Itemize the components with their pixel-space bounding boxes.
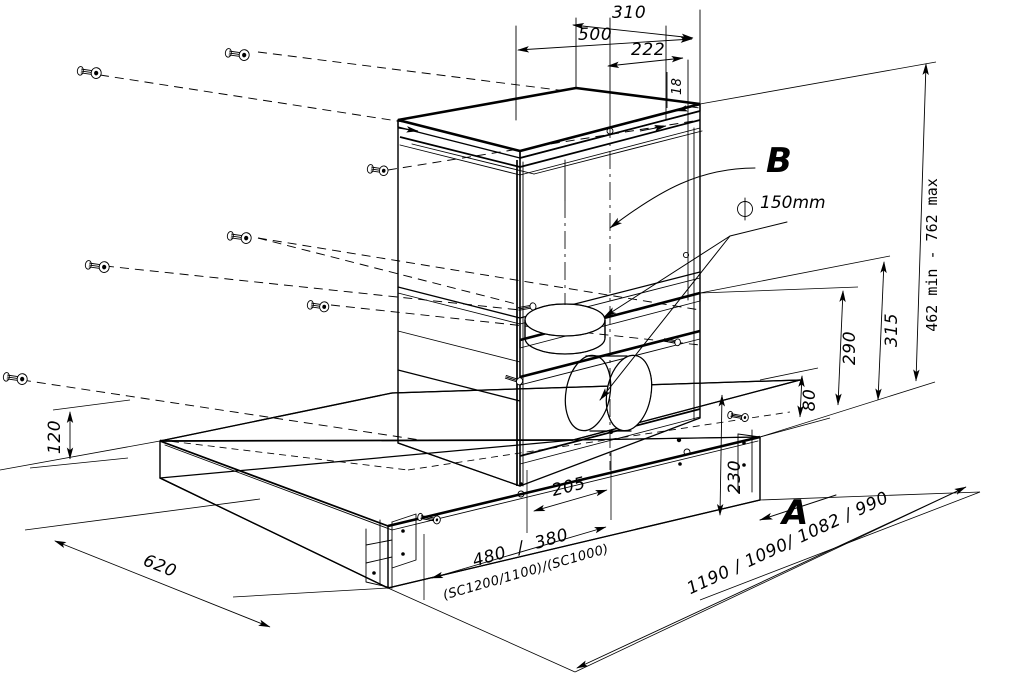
chimney-column — [397, 86, 703, 487]
callout-duct-diameter-label: 150mm — [760, 193, 826, 213]
dimension-620: 620 — [0, 440, 389, 628]
dimension-height-range: 462 min - 762 max — [699, 61, 941, 438]
screw-with-washer — [417, 512, 441, 525]
screw-with-washer — [663, 338, 681, 347]
dimension-120-label: 120 — [45, 420, 65, 454]
dimension-80: 80 — [759, 367, 831, 438]
dimension-500: 500 — [517, 25, 693, 53]
dimension-222: 222 — [607, 40, 684, 69]
dimension-80-label: 80 — [800, 389, 820, 412]
dimension-230-label: 230 — [725, 460, 745, 494]
screw-with-washer — [84, 260, 110, 273]
screw-with-washer — [727, 410, 749, 422]
screw-with-washer — [366, 164, 389, 176]
dimension-222-label: 222 — [631, 40, 665, 60]
callout-b-label: B — [766, 141, 792, 181]
screw-with-washer — [226, 231, 252, 244]
dimension-290-label: 290 — [840, 331, 860, 365]
callout-a-label: A — [779, 493, 808, 533]
hood-base-slab — [159, 379, 801, 589]
dimension-height-range-label: 462 min - 762 max — [923, 178, 941, 332]
screw-projection-lines — [21, 51, 791, 471]
dimension-315-label: 315 — [882, 313, 902, 347]
screw-with-washer — [76, 66, 102, 79]
floor-projection-outline — [574, 486, 981, 673]
bracket-detail-right — [737, 429, 761, 493]
dimension-315: 315 — [699, 255, 902, 401]
dimension-18-label: 18 — [670, 78, 685, 95]
duct-outlets — [524, 303, 653, 432]
vertical-duct-outlet — [524, 303, 606, 355]
screw-with-washer — [504, 375, 524, 386]
dimension-120: 120 — [29, 399, 131, 469]
callout-duct-diameter: 150mm — [599, 193, 826, 401]
bracket-detail-left — [365, 513, 417, 589]
screw-with-washer — [2, 372, 28, 385]
dimension-290: 290 — [699, 286, 860, 406]
dimension-480-380: 480 / 380 (SC1200/1100)/(SC1000) — [423, 525, 611, 604]
callout-a: A — [759, 493, 837, 533]
screw-with-washer — [224, 48, 250, 61]
dimension-205: 205 — [526, 452, 612, 533]
dimension-310-label: 310 — [612, 3, 646, 23]
mounting-screws-group — [2, 48, 791, 471]
dimension-310: 310 — [572, 3, 694, 40]
callout-b: B — [609, 141, 792, 229]
diameter-symbol — [737, 197, 753, 221]
dimension-18: 18 — [666, 72, 685, 108]
screw-with-washer — [306, 300, 330, 313]
dimension-500-label: 500 — [578, 25, 612, 45]
